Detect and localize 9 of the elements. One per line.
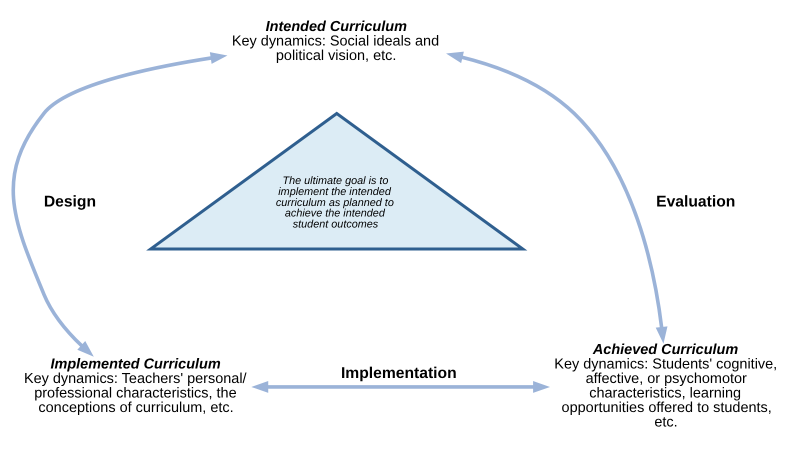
edge-label: Implementation — [340, 364, 457, 382]
edge-label: Evaluation — [656, 193, 736, 210]
node-text: Implemented Curriculum Key dynamics: Teachers' personal/ professional characteristics, the conceptions of curriculum, etc. — [24, 356, 247, 416]
node-text: Achieved Curriculum Key dynamics: Students' cognitive, affective, or psychomotor characteristics, learning opportunities offered to students, etc. — [554, 341, 778, 430]
node-text: Intended Curriculum Key dynamics: Social ideals and political vision, etc. — [232, 18, 440, 64]
arrow — [446, 51, 668, 344]
arrow — [12, 52, 228, 356]
arrow — [251, 380, 550, 392]
edge-label: Design — [44, 193, 96, 210]
